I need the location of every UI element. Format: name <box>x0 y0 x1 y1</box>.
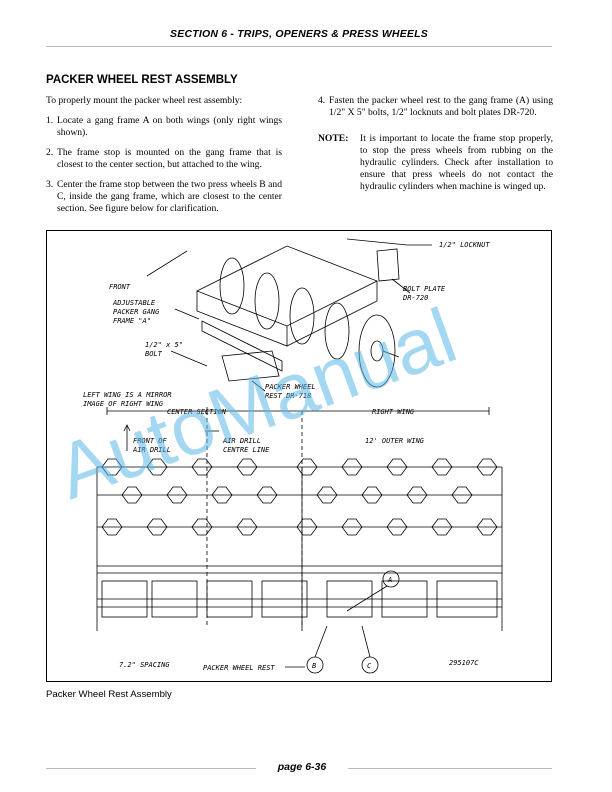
step-text: Locate a gang frame A on both wings (onl… <box>57 115 282 138</box>
step-text: The frame stop is mounted on the gang fr… <box>57 147 282 170</box>
opener-row-1 <box>101 458 498 476</box>
press-wheel-hub <box>370 340 384 362</box>
note-label: NOTE: <box>318 133 349 144</box>
locknut-label: 1/2" LOCKNUT <box>439 241 490 249</box>
section-header: SECTION 6 - TRIPS, OPENERS & PRESS WHEEL… <box>170 28 428 40</box>
press-wheel <box>324 302 350 360</box>
step-number: 2. <box>46 147 54 158</box>
figure-caption: Packer Wheel Rest Assembly <box>46 689 172 700</box>
section-title: PACKER WHEEL REST ASSEMBLY <box>46 74 238 86</box>
step-1: 1. Locate a gang frame A on both wings (… <box>46 115 282 139</box>
header-divider <box>46 46 552 47</box>
intro-text: To properly mount the packer wheel rest … <box>46 95 243 106</box>
press-wheel <box>219 257 245 315</box>
callout-c: C <box>367 662 372 670</box>
footer-divider-left <box>46 768 256 769</box>
front-label: FRONT <box>109 283 131 291</box>
front-of-drill-label-2: AIR DRILL <box>132 446 171 454</box>
step-text: Center the frame stop between the two pr… <box>57 179 282 214</box>
rest-label-1: PACKER WHEEL <box>265 383 316 391</box>
page-number: page 6-36 <box>277 761 327 773</box>
packer-wheel-rest-bracket <box>221 350 280 382</box>
left-column: To properly mount the packer wheel rest … <box>46 95 282 223</box>
frame-tube <box>201 320 283 372</box>
packer-gangs <box>101 580 498 618</box>
mirror-note-1: LEFT WING IS A MIRROR <box>83 391 172 399</box>
step-number: 1. <box>46 115 54 126</box>
spacing-label: 7.2" SPACING <box>119 661 170 669</box>
adjustable-label-2: PACKER GANG <box>113 308 160 316</box>
bolt-plate <box>376 248 400 282</box>
callout-a: A <box>387 576 392 584</box>
gang-frame-end <box>286 281 378 347</box>
step-number: 3. <box>46 179 54 190</box>
opener-row-3 <box>101 518 498 536</box>
packer-wheel-rest-figure: 1/2" LOCKNUT FRONT ADJUSTABLE PACKER GAN… <box>46 230 552 682</box>
outer-wing-label: 12' OUTER WING <box>365 437 425 445</box>
opener-row-2 <box>121 486 473 504</box>
step-2: 2. The frame stop is mounted on the gang… <box>46 147 282 171</box>
mirror-note-2: IMAGE OF RIGHT WING <box>83 400 164 408</box>
bolt-plate-label-2: DR-720 <box>402 294 428 302</box>
bolt-plate-label-1: BOLT PLATE <box>403 285 446 293</box>
step-4: 4. Fasten the packer wheel rest to the g… <box>318 95 553 119</box>
note-block: NOTE: It is important to locate the fram… <box>318 133 553 193</box>
bolt-label-2: BOLT <box>145 350 163 358</box>
note-text: It is important to locate the frame stop… <box>360 133 553 192</box>
right-wing-label: RIGHT WING <box>372 408 415 416</box>
assembly-drawing: 1/2" LOCKNUT FRONT ADJUSTABLE PACKER GAN… <box>83 238 503 674</box>
footer-divider-right <box>348 768 552 769</box>
step-number: 4. <box>318 95 326 106</box>
gang-frame-side <box>196 291 288 347</box>
rest-label-2: REST DR-718 <box>265 392 311 400</box>
step-3: 3. Center the frame stop between the two… <box>46 179 282 215</box>
press-wheel <box>289 287 315 345</box>
callout-a-circle <box>382 570 400 588</box>
press-wheel <box>358 314 396 388</box>
gang-frame-top <box>196 245 378 327</box>
packer-rest-label: PACKER WHEEL REST <box>203 664 275 672</box>
adjustable-label-1: ADJUSTABLE <box>112 299 156 307</box>
press-wheel <box>254 272 280 330</box>
drawing-number: 295107C <box>449 659 479 667</box>
center-section-label: CENTER SECTION <box>167 408 227 416</box>
centre-line-label-2: CENTRE LINE <box>223 446 270 454</box>
front-of-drill-label-1: FRONT OF <box>133 437 168 445</box>
right-column: 4. Fasten the packer wheel rest to the g… <box>318 95 553 193</box>
centre-line-label-1: AIR DRILL <box>222 437 261 445</box>
adjustable-label-3: FRAME "A" <box>113 317 151 325</box>
callout-b: B <box>312 662 316 670</box>
step-text: Fasten the packer wheel rest to the gang… <box>329 95 553 118</box>
bolt-label-1: 1/2" x 5" <box>145 341 183 349</box>
